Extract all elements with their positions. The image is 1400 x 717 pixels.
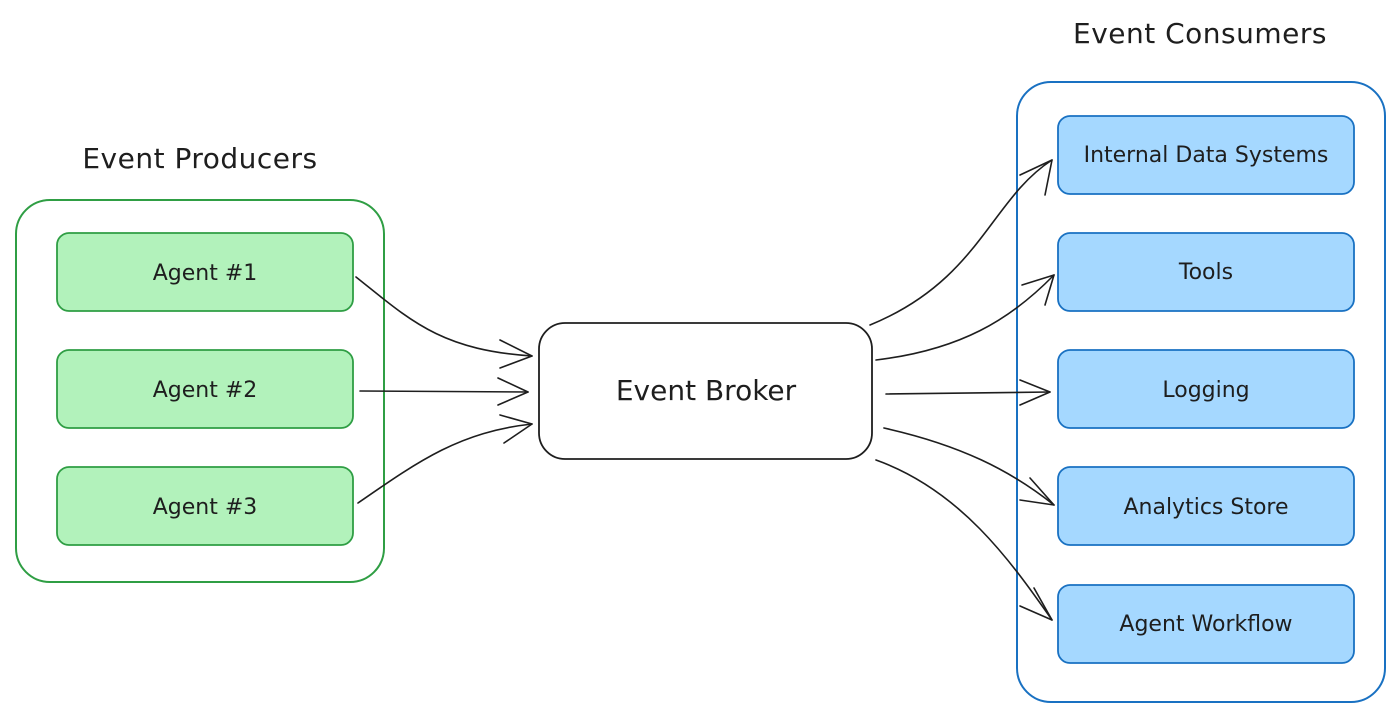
broker-node[interactable]: Event Broker bbox=[538, 322, 873, 460]
producer-node-label: Agent #2 bbox=[153, 378, 258, 403]
broker-label: Event Broker bbox=[616, 374, 797, 407]
producer-node-label: Agent #3 bbox=[153, 495, 258, 520]
consumer-node-label: Analytics Store bbox=[1123, 495, 1288, 520]
consumer-node-box[interactable] bbox=[1057, 115, 1355, 195]
arrow-agent-3-to-broker bbox=[357, 414, 533, 504]
producers-title: Event Producers bbox=[82, 142, 317, 175]
consumer-node-label: Internal Data Systems bbox=[1084, 143, 1329, 168]
arrow-broker-to-agent-workflow bbox=[875, 459, 1053, 621]
consumer-node-tools[interactable]: Tools bbox=[1057, 232, 1355, 312]
arrow-broker-to-logging bbox=[885, 379, 1051, 406]
consumer-node-box[interactable] bbox=[1057, 349, 1355, 429]
consumer-node-box[interactable] bbox=[1057, 584, 1355, 664]
producer-node-label: Agent #1 bbox=[153, 261, 258, 286]
producer-node-box[interactable] bbox=[56, 232, 354, 312]
producer-node-agent-2[interactable]: Agent #2 bbox=[56, 349, 354, 429]
consumer-node-box[interactable] bbox=[1057, 466, 1355, 546]
consumer-node-agent-workflow[interactable]: Agent Workflow bbox=[1057, 584, 1355, 664]
consumer-node-internal-data-systems[interactable]: Internal Data Systems bbox=[1057, 115, 1355, 195]
consumers-group: Event Consumers Internal Data Systems To… bbox=[1016, 17, 1386, 703]
consumer-node-label: Logging bbox=[1162, 378, 1249, 403]
consumer-node-label: Agent Workflow bbox=[1119, 612, 1292, 637]
consumers-title: Event Consumers bbox=[1073, 17, 1327, 50]
arrow-agent-1-to-broker bbox=[355, 276, 533, 369]
producer-node-box[interactable] bbox=[56, 466, 354, 546]
broker-box[interactable] bbox=[538, 322, 873, 460]
arrow-broker-to-analytics-store bbox=[883, 427, 1055, 506]
arrow-agent-2-to-broker bbox=[359, 377, 529, 406]
producer-node-agent-1[interactable]: Agent #1 bbox=[56, 232, 354, 312]
arrow-broker-to-internal-data-systems bbox=[869, 159, 1053, 326]
producer-node-box[interactable] bbox=[56, 349, 354, 429]
consumer-node-logging[interactable]: Logging bbox=[1057, 349, 1355, 429]
producer-node-agent-3[interactable]: Agent #3 bbox=[56, 466, 354, 546]
consumer-node-analytics-store[interactable]: Analytics Store bbox=[1057, 466, 1355, 546]
producers-group: Event Producers Agent #1 Agent #2 Agent … bbox=[15, 142, 385, 583]
consumer-node-label: Tools bbox=[1178, 260, 1233, 285]
consumer-node-box[interactable] bbox=[1057, 232, 1355, 312]
arrow-broker-to-tools bbox=[875, 274, 1055, 361]
